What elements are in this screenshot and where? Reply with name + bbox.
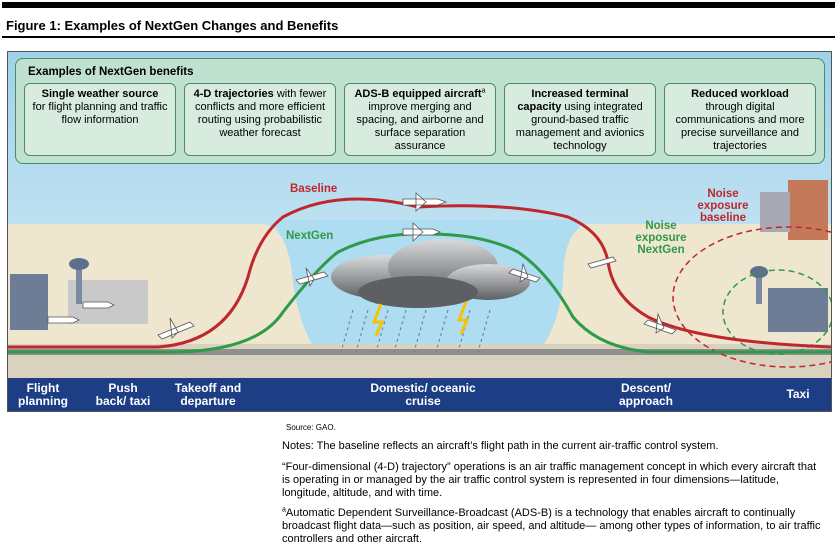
city-buildings-2	[760, 192, 790, 232]
benefit-weather: Single weather source for flight plannin…	[24, 83, 176, 156]
stage-descent-approach: Descent/ approach	[618, 381, 673, 408]
benefit-reduced-workload: Reduced workload through digital communi…	[664, 83, 816, 156]
nextgen-label: NextGen	[286, 230, 334, 242]
lightning-right	[456, 301, 470, 335]
benefit-text: through digital communications and more …	[675, 101, 805, 152]
footnote-text: Automatic Dependent Surveillance-Broadca…	[282, 507, 821, 545]
aircraft	[47, 192, 677, 340]
left-terminal	[10, 274, 48, 330]
right-ground	[503, 224, 831, 378]
stage-flight-planning: Flight planning	[18, 381, 68, 408]
notes-4d: “Four-dimensional (4-D) trajectory” oper…	[282, 461, 817, 499]
baseline-label: Baseline	[290, 183, 338, 195]
benefit-bold: 4-D trajectories	[193, 88, 274, 100]
source-note: Source: GAO.	[286, 423, 336, 432]
stage-takeoff-departure: Takeoff and departure	[174, 381, 242, 408]
stage-bar: Flight planning Push back/ taxi Takeoff …	[8, 378, 831, 411]
right-terminal	[768, 288, 828, 332]
benefit-text: using integrated ground-based traffic ma…	[515, 101, 645, 152]
figure-panel: Examples of NextGen benefits Single weat…	[7, 51, 832, 412]
noise-nextgen-contour	[722, 269, 831, 355]
footnote-ads-b: aAutomatic Dependent Surveillance-Broadc…	[282, 506, 827, 546]
left-ground	[8, 224, 348, 378]
benefit-bold: Single weather source	[41, 88, 159, 100]
benefit-bold: ADS-B equipped aircraft	[354, 88, 482, 100]
figure-title: Figure 1: Examples of NextGen Changes an…	[6, 18, 339, 33]
benefit-text: for flight planning and traffic flow inf…	[32, 101, 168, 126]
notes-baseline: Notes: The baseline reflects an aircraft…	[282, 440, 719, 452]
baseline-path	[8, 197, 831, 349]
noise-baseline-label: Noise exposure baseline	[697, 188, 749, 224]
benefit-ads-b: ADS-B equipped aircrafta improve merging…	[344, 83, 496, 156]
city-buildings	[788, 180, 828, 240]
benefit-terminal-capacity: Increased terminal capacity using integr…	[504, 83, 656, 156]
left-tower-cab	[69, 258, 89, 270]
lightning-left	[371, 303, 385, 337]
noise-baseline-contour	[672, 226, 831, 368]
noise-nextgen-label: Noise exposure NextGen	[635, 220, 687, 256]
rain	[340, 309, 491, 353]
benefit-bold: Increased terminal capacity	[517, 88, 629, 113]
footnote-marker: a	[481, 87, 486, 95]
benefit-text: with fewer conflicts and more efficient …	[194, 88, 327, 139]
top-rule	[2, 2, 835, 8]
benefit-4d-trajectories: 4-D trajectories with fewer conflicts an…	[184, 83, 336, 156]
stage-cruise: Domestic/ oceanic cruise	[370, 381, 476, 408]
benefits-title: Examples of NextGen benefits	[28, 66, 194, 78]
left-tower-shaft	[76, 266, 82, 304]
footnote-marker: a	[282, 506, 286, 514]
title-rule	[2, 36, 835, 38]
benefit-text: improve merging and spacing, and airborn…	[356, 101, 484, 152]
right-tower-shaft	[756, 274, 762, 304]
benefits-box: Examples of NextGen benefits Single weat…	[15, 58, 825, 164]
benefit-bold: Reduced workload	[691, 88, 789, 100]
stage-push-back-taxi: Push back/ taxi	[95, 381, 151, 408]
stage-taxi: Taxi	[786, 387, 810, 401]
